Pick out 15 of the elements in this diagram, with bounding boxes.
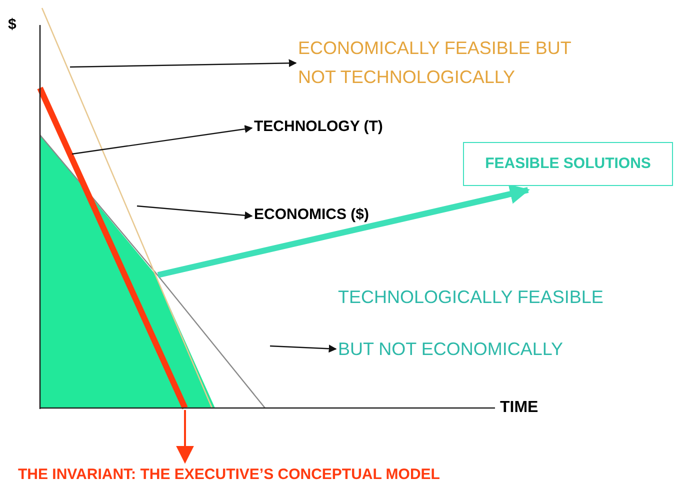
region-label: TECHNOLOGICALLY FEASIBLE [338, 284, 628, 311]
arrow [157, 184, 530, 278]
curve-label: TECHNOLOGY (T) [254, 116, 404, 140]
axis-label: TIME [500, 398, 538, 418]
feasible-solutions-box: FEASIBLE SOLUTIONS [463, 142, 673, 186]
arrow [72, 125, 253, 155]
region-label: ECONOMICALLY FEASIBLE BUT NOT TECHNOLOGICALLY [298, 34, 578, 92]
invariant-label: THE INVARIANT: THE EXECUTIVE’S CONCEPTUAL MODEL [18, 464, 578, 492]
arrow [70, 59, 297, 68]
curve-label: ECONOMICS ($) [254, 204, 404, 228]
arrow [270, 344, 337, 353]
axis-label: $ [8, 15, 16, 35]
region-label: BUT NOT ECONOMICALLY [338, 336, 598, 363]
arrow [176, 410, 194, 464]
arrow [136, 205, 253, 220]
